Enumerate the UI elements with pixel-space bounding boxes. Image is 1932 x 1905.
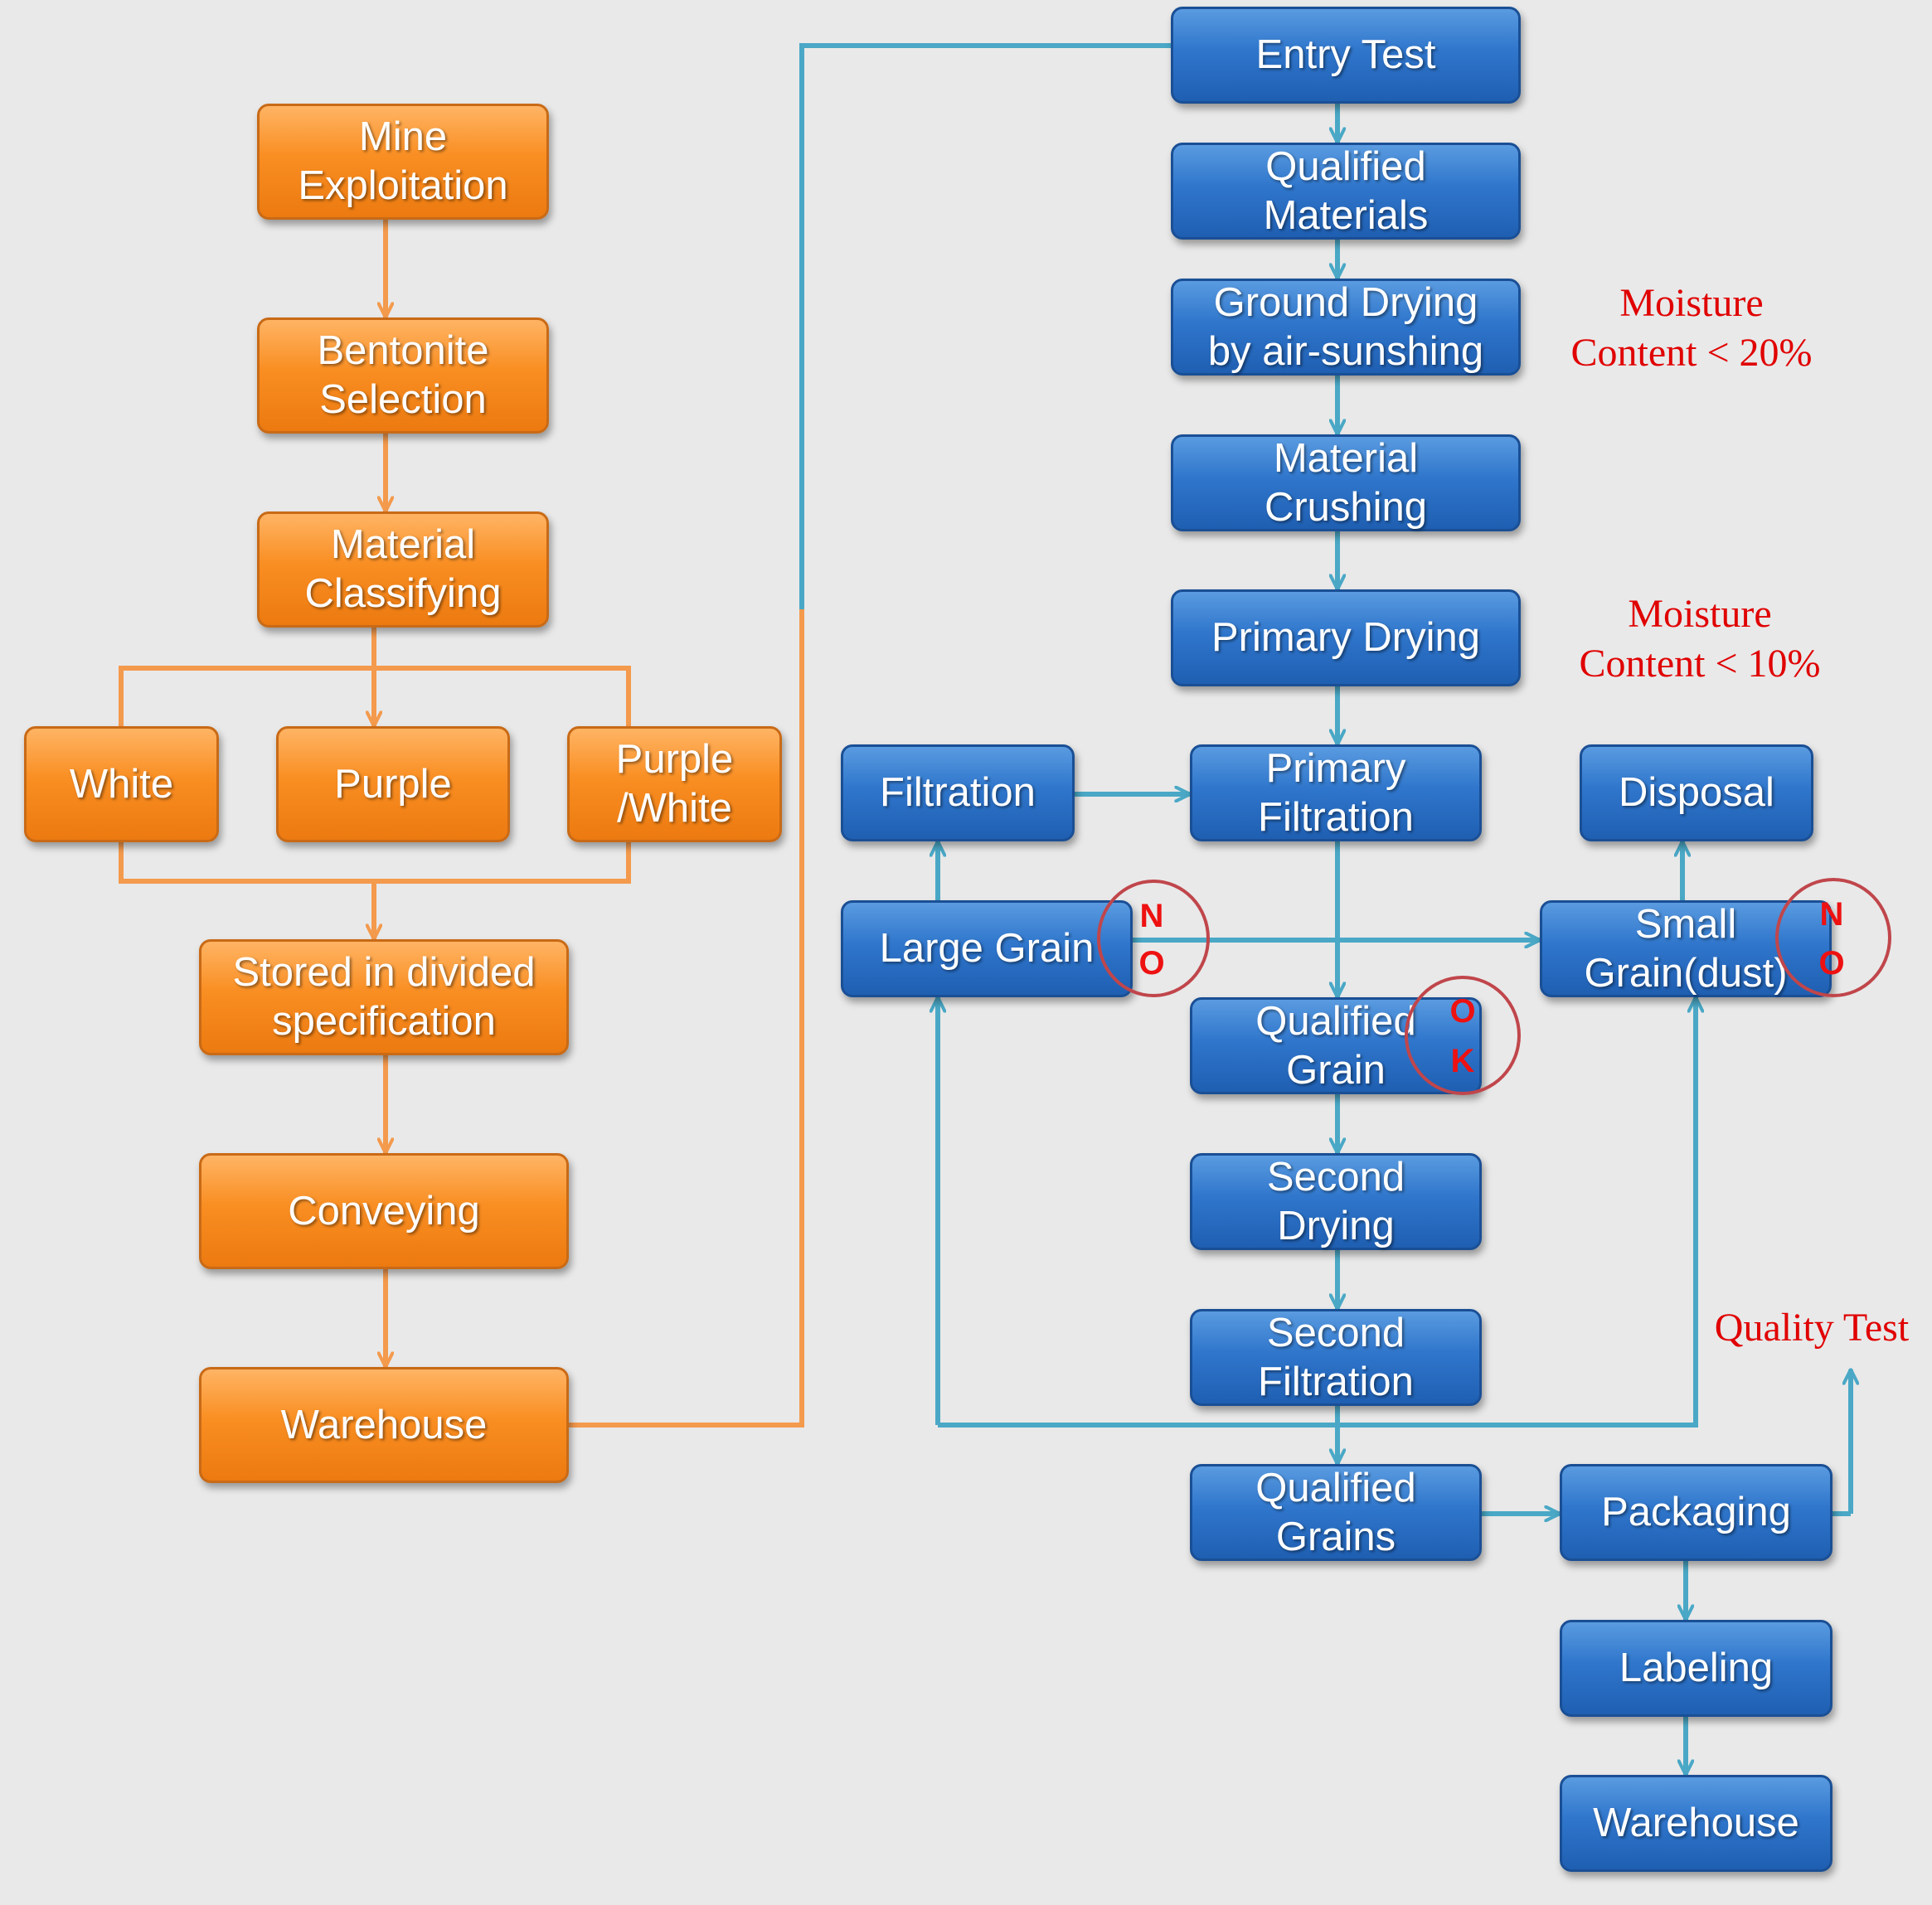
material-classifying-step: Material Classifying bbox=[257, 511, 549, 628]
qualified-grain-ok-ring bbox=[1405, 976, 1521, 1095]
large-grain-no-letter-o: O bbox=[1138, 945, 1165, 982]
labeling-step: Labeling bbox=[1560, 1620, 1832, 1717]
purple-white-category: Purple /White bbox=[567, 726, 782, 842]
primary-filtration-step: Primary Filtration bbox=[1190, 744, 1482, 841]
white-category: White bbox=[24, 726, 219, 842]
qualified-grain-ok-letter-o: O bbox=[1449, 993, 1476, 1030]
stored-divided-step: Stored in divided specification bbox=[199, 939, 569, 1055]
small-grain-no-ring bbox=[1775, 878, 1891, 997]
warehouse-orange-step: Warehouse bbox=[199, 1367, 569, 1483]
entry-test-step: Entry Test bbox=[1171, 7, 1521, 104]
connector-4 bbox=[119, 666, 631, 726]
filtration-step: Filtration bbox=[841, 744, 1075, 841]
qualified-materials-step: Qualified Materials bbox=[1171, 143, 1521, 240]
large-grain-no-letter-n: N bbox=[1139, 898, 1164, 934]
small-grain-no-letter-o: O bbox=[1818, 945, 1845, 982]
packaging-step: Packaging bbox=[1560, 1464, 1832, 1561]
purple-category: Purple bbox=[276, 726, 510, 842]
primary-drying-step: Primary Drying bbox=[1171, 589, 1521, 686]
mine-exploitation-step: Mine Exploitation bbox=[257, 104, 549, 220]
large-grain-no-ring bbox=[1097, 880, 1210, 997]
ground-drying-step: Ground Drying by air-sunshing bbox=[1171, 279, 1521, 376]
connector-10 bbox=[799, 43, 1171, 609]
qualified-grain-ok-letter-k: K bbox=[1450, 1043, 1475, 1079]
material-crushing-step: Material Crushing bbox=[1171, 434, 1521, 531]
conveying-step: Conveying bbox=[199, 1153, 569, 1269]
second-drying-step: Second Drying bbox=[1190, 1153, 1482, 1250]
moisture-10-note: Moisture Content < 10% bbox=[1579, 592, 1821, 686]
disposal-step: Disposal bbox=[1580, 744, 1813, 841]
connector-5 bbox=[119, 842, 631, 884]
second-filtration-step: Second Filtration bbox=[1190, 1309, 1482, 1406]
qualified-grains-step: Qualified Grains bbox=[1190, 1464, 1482, 1561]
moisture-20-note: Moisture Content < 20% bbox=[1570, 281, 1813, 375]
large-grain-step: Large Grain bbox=[841, 900, 1133, 997]
bentonite-selection-step: Bentonite Selection bbox=[257, 318, 549, 434]
warehouse-blue-step: Warehouse bbox=[1560, 1775, 1832, 1872]
small-grain-no-letter-n: N bbox=[1819, 896, 1844, 933]
quality-test-note: Quality Test bbox=[1714, 1306, 1910, 1350]
